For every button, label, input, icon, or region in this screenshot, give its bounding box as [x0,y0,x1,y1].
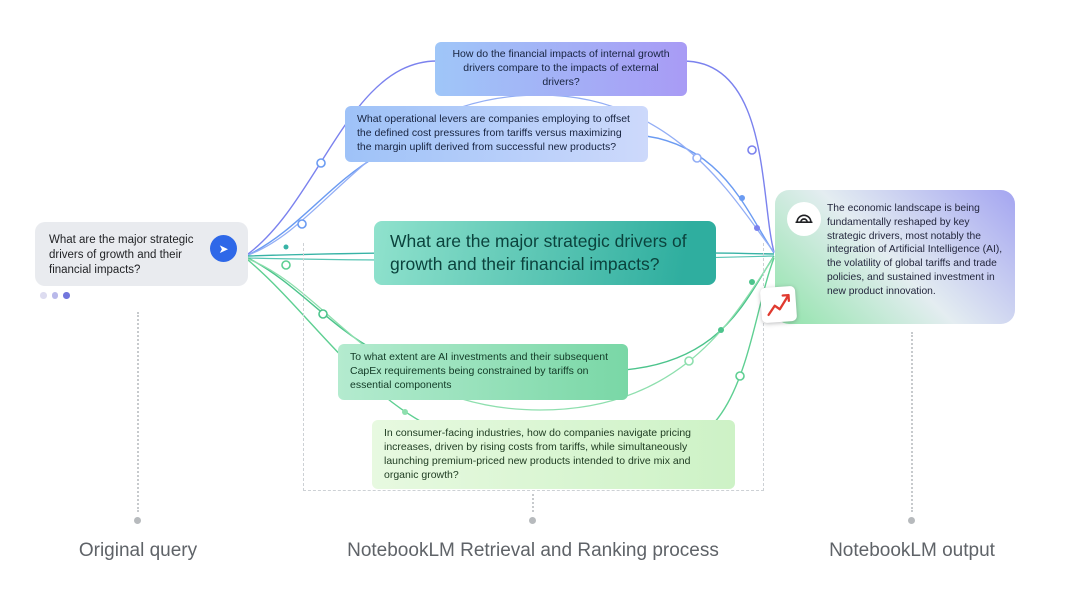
query-card-consumer-pricing: In consumer-facing industries, how do co… [372,420,735,490]
query-text: In consumer-facing industries, how do co… [384,427,691,481]
node-dot [283,244,289,250]
node-dot [754,225,760,231]
connection-path [247,256,775,411]
notebooklm-logo-icon [787,202,821,236]
send-icon: ➤ [210,235,237,262]
query-card-operational-levers: What operational levers are companies em… [345,106,648,162]
leader-line-center [532,494,534,512]
leader-line-right [911,332,913,512]
node-dot [749,279,755,285]
leader-dot-left [134,517,141,524]
node-dot [735,371,745,381]
query-card-internal-vs-external: How do the financial impacts of internal… [435,42,687,96]
node-dot [718,327,724,333]
node-dot [739,195,745,201]
output-card: The economic landscape is being fundamen… [775,190,1015,324]
leader-line-left [137,312,139,512]
node-dot [318,309,328,319]
leader-dot-center [529,517,536,524]
process-boundary [303,243,764,491]
node-dot [402,409,408,415]
query-text: What operational levers are companies em… [357,113,630,153]
original-query-text: What are the major strategic drivers of … [49,234,194,277]
node-dot [297,219,307,229]
original-query-card: What are the major strategic drivers of … [35,222,248,286]
typing-dot [63,292,70,299]
stock-chart-icon [759,285,798,324]
output-text: The economic landscape is being fundamen… [827,203,1003,297]
query-card-central: What are the major strategic drivers of … [374,221,716,285]
typing-indicator [40,292,70,299]
typing-dot [51,292,58,299]
caption-original-query: Original query [78,540,198,561]
node-dot [281,260,291,270]
query-text: What are the major strategic drivers of … [390,231,687,274]
node-dot [747,145,757,155]
query-card-ai-capex: To what extent are AI investments and th… [338,344,628,400]
send-glyph: ➤ [218,241,229,256]
query-text: How do the financial impacts of internal… [452,48,670,88]
typing-dot [40,292,47,299]
node-dot [316,158,326,168]
caption-notebooklm-output: NotebookLM output [829,540,995,561]
caption-retrieval-process: NotebookLM Retrieval and Ranking process [347,540,719,561]
query-text: To what extent are AI investments and th… [350,351,608,391]
node-dot [684,356,694,366]
node-dot [692,153,702,163]
leader-dot-right [908,517,915,524]
